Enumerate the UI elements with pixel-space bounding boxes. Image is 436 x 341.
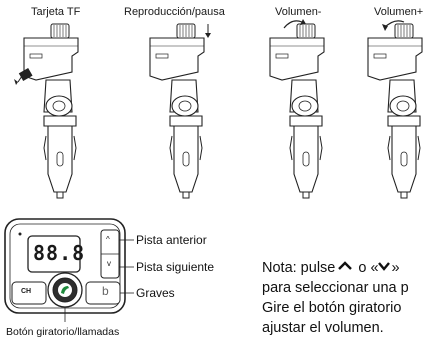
note-text: Nota: pulse o « » para seleccionar una p G… [262,258,409,338]
callout-next-track: Pista siguiente [136,260,215,274]
note-line-1c: » [391,260,400,276]
down-key-label[interactable]: v [107,259,111,268]
up-chevron-icon [338,261,352,270]
adapter-figure-volume-down [269,19,325,199]
callout-knob-calls: Botón giratorio/llamadas [6,326,120,338]
adapter-figure-volume-up [367,20,423,199]
ch-button[interactable]: CH [21,288,32,295]
caption-tf-card: Tarjeta TF [31,6,81,18]
caption-play-pause: Reproducción/pausa [124,6,225,18]
callout-bass: Graves [136,286,175,300]
device-front-panel [4,218,134,322]
note-line-2: para seleccionar una p [262,280,409,296]
callout-previous-track: Pista anterior [136,233,207,247]
note-line-3: Gire el botón giratorio [262,300,402,316]
note-line-1: Nota: pulse o « » [262,258,409,278]
adapter-figure-tf [14,23,79,199]
caption-volume-down: Volumen- [275,6,322,18]
note-line-1a: Nota: pulse [262,260,336,276]
adapter-figure-play [149,23,211,199]
down-chevron-icon [378,262,390,271]
display-readout: 88.8 [33,241,86,265]
up-key-label[interactable]: ^ [106,235,110,244]
note-line-1b: o « [358,260,379,276]
note-line-4: ajustar el volumen. [262,320,384,336]
bass-key-label[interactable]: b [102,284,109,298]
caption-volume-up: Volumen+ [374,6,424,18]
